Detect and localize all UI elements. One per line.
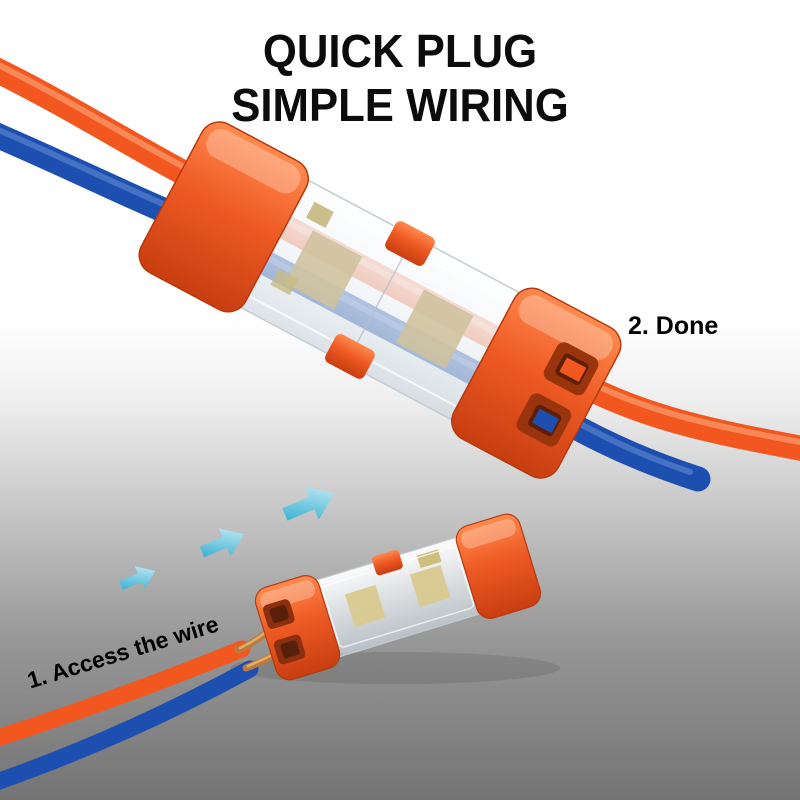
metal-contact — [344, 585, 386, 627]
cap-highlight — [518, 295, 613, 360]
direction-arrow-icon — [119, 566, 156, 590]
connector-latch — [325, 334, 375, 379]
housing-seam — [348, 241, 412, 359]
metal-contact — [416, 549, 442, 569]
wire-port-hole — [280, 640, 300, 659]
wire-port-hole — [269, 605, 289, 623]
wire-in-port — [559, 357, 587, 382]
wire-in-port — [532, 408, 560, 434]
cap-highlight — [461, 518, 516, 549]
connector-latch — [385, 221, 435, 266]
cap-highlight — [206, 129, 301, 194]
metal-contact — [395, 289, 474, 369]
headline-line-1: QUICK PLUG — [262, 25, 538, 77]
metal-contact — [306, 201, 334, 228]
headline: QUICK PLUG SIMPLE WIRING — [0, 24, 800, 133]
metal-contact — [270, 268, 299, 296]
connector-end-cap-right — [451, 287, 622, 479]
metal-contact — [409, 565, 451, 608]
large-connector-body — [138, 121, 622, 479]
large-connector-assembly — [0, 57, 800, 492]
blue-wire-small — [0, 660, 259, 790]
direction-arrows — [119, 486, 335, 590]
small-connector-assembly — [0, 513, 560, 790]
orange-wire-small — [0, 640, 251, 747]
small-connector-body — [254, 513, 542, 681]
headline-line-2: SIMPLE WIRING — [231, 79, 569, 132]
connector-latch — [372, 549, 403, 576]
step-2-label: 2. Done — [628, 312, 719, 340]
connector-end-cap-right — [455, 513, 542, 619]
direction-arrow-icon — [282, 486, 335, 521]
connector-end-cap-left — [138, 121, 309, 313]
metal-contact — [284, 230, 363, 310]
direction-arrow-icon — [199, 528, 244, 558]
